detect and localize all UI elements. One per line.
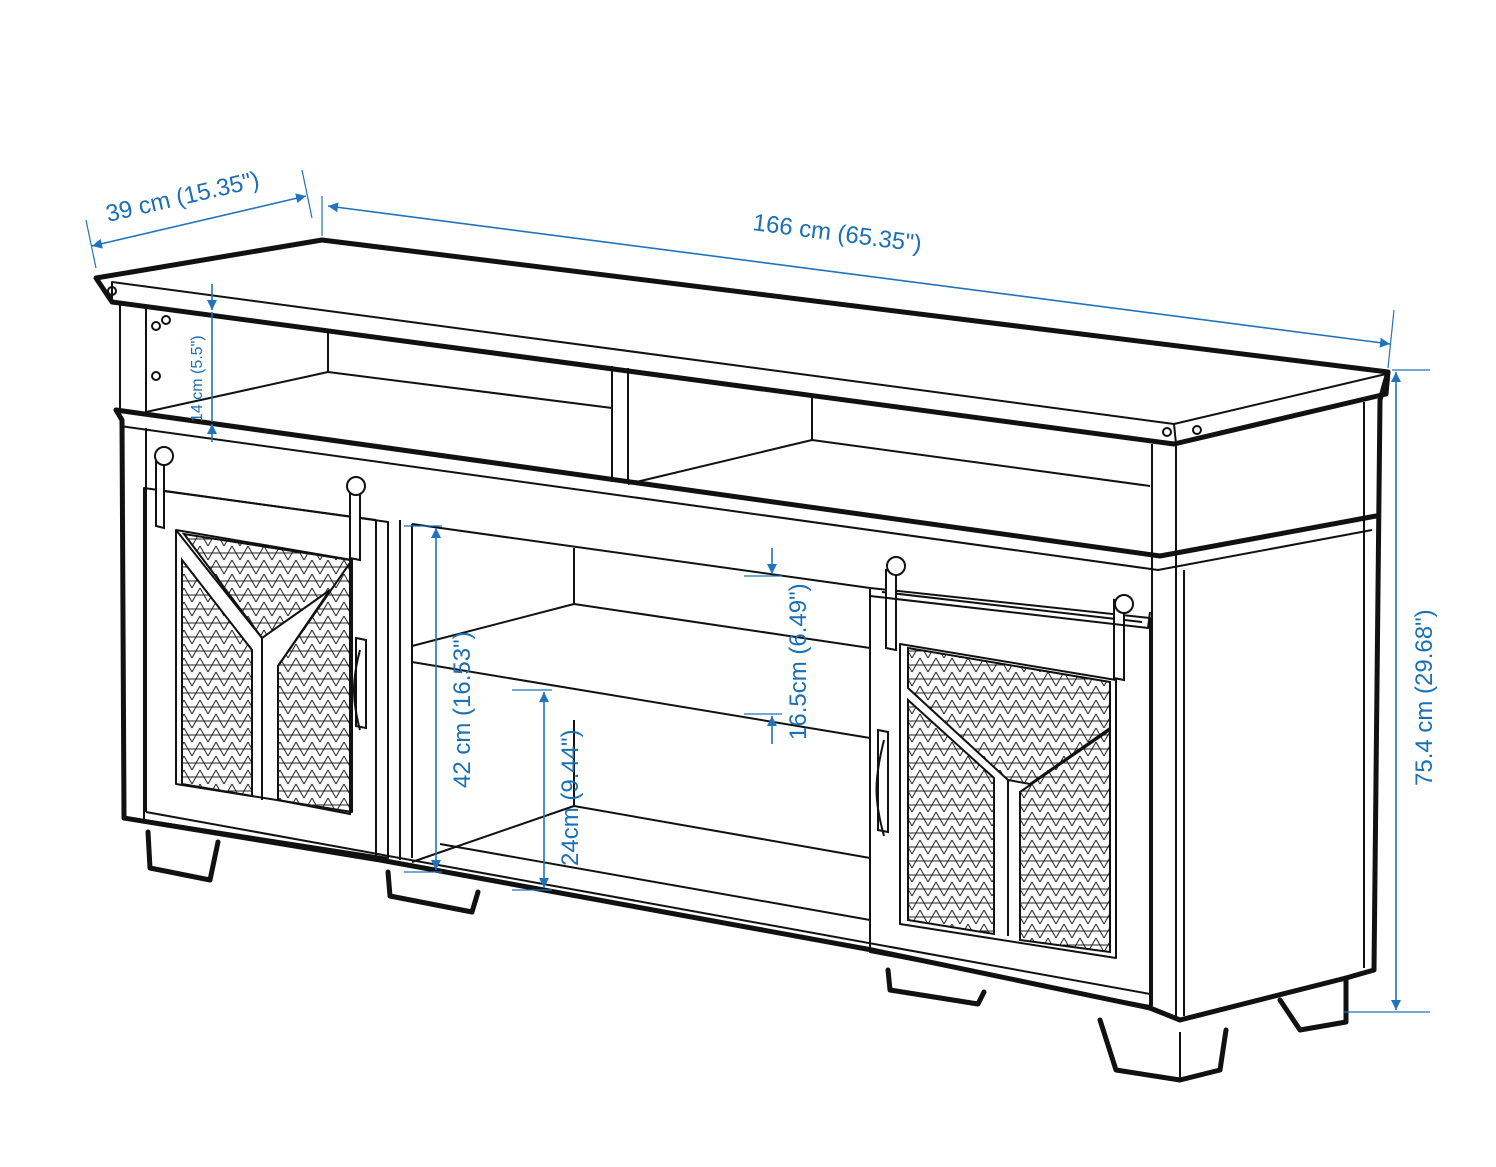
depth-label: 39 cm (15.35") [103, 166, 262, 228]
height-label: 75.4 cm (29.68") [1411, 609, 1438, 786]
left-door [143, 487, 389, 859]
upper-shelf-section [119, 304, 1177, 568]
top-shelf-gap-label: 14 cm (5.5") [189, 335, 206, 422]
width-label: 166 cm (65.35") [751, 209, 923, 258]
divider-board [113, 407, 1379, 571]
dimension-annotations: 39 cm (15.35") 166 cm (65.35") 75.4 cm (… [85, 166, 1438, 1013]
top-slab [93, 237, 1391, 447]
left-rail-hardware [154, 446, 367, 731]
right-rail-hardware [869, 556, 1151, 837]
cabinet-drawing [93, 237, 1391, 1083]
center-height-label: 42 cm (16.53") [449, 631, 476, 788]
feet [145, 829, 1349, 1083]
lower-gap-label: 24cm (9.44") [557, 729, 584, 866]
right-side-panel [1147, 369, 1391, 1023]
center-open-section [399, 520, 871, 921]
middle-gap-label: 16.5cm (6.49") [785, 583, 812, 740]
right-door [869, 587, 1151, 1007]
